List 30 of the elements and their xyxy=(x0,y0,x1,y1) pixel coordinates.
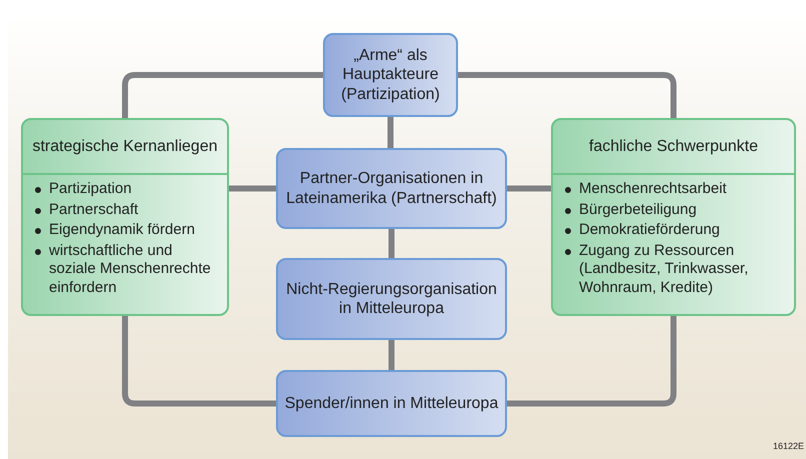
topic-card xyxy=(21,118,229,316)
card-heading: fachliche Schwerpunkte xyxy=(589,136,758,156)
box-label: „Arme“ als Hauptakteure (Partizipation) xyxy=(340,46,441,104)
connector-line xyxy=(388,117,394,148)
bullet-item: Partnerschaft xyxy=(33,200,223,219)
topic-card xyxy=(551,118,796,316)
org-box xyxy=(276,370,507,437)
box-label: Spender/innen in Mitteleuropa xyxy=(284,394,498,414)
connector-line xyxy=(388,340,394,370)
connector-line xyxy=(507,316,676,406)
connector-line xyxy=(458,72,676,118)
bullet-item: Bürgerbeteiligung xyxy=(563,200,790,219)
connector-line xyxy=(388,229,394,258)
connector-line xyxy=(507,186,551,192)
bullet-item: Eigendynamik fördern xyxy=(33,221,223,240)
org-box xyxy=(323,33,458,117)
box-label: Nicht-Regierungsorganisation in Mitteleuropa xyxy=(285,280,498,318)
bullet-item: wirtschaftliche und soziale Menschenrechte einfordern xyxy=(33,242,223,297)
connector-line xyxy=(229,186,276,192)
bullet-item: Partizipation xyxy=(33,180,223,198)
connector-line xyxy=(122,316,276,406)
bullet-item: Demokratieförderung xyxy=(563,221,790,240)
bullet-item: Zugang zu Ressourcen (Landbesitz, Trinkwasser, Wohnraum, Kredite) xyxy=(563,242,790,297)
org-box xyxy=(276,148,507,229)
figure-code: 16122E xyxy=(772,441,804,451)
box-label: Partner-Organisationen in Lateinamerika (Partnerschaft) xyxy=(285,169,498,208)
card-heading: strategische Kernanliegen xyxy=(32,136,218,156)
bullet-item: Menschenrechtsarbeit xyxy=(563,180,790,198)
connector-line xyxy=(122,72,323,118)
org-box xyxy=(276,258,507,340)
